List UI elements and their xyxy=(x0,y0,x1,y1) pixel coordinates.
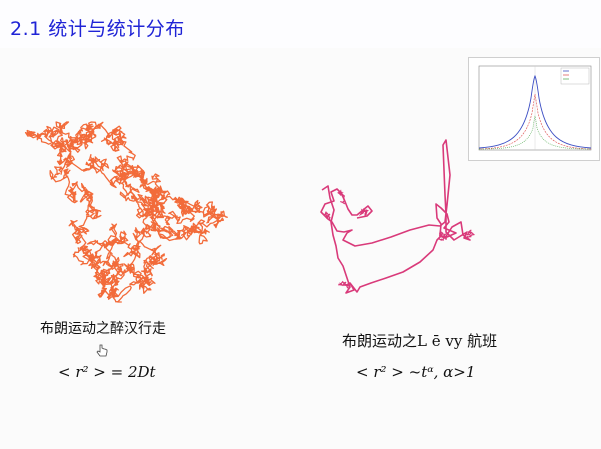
slide-title: 2.1 统计与统计分布 xyxy=(10,18,185,40)
left-caption: 布朗运动之醉汉行走 xyxy=(40,321,166,337)
right-caption: 布朗运动之L ē vy 航班 xyxy=(342,332,498,350)
brownian-walk-trace xyxy=(24,121,228,303)
inset-chart xyxy=(478,65,592,151)
levy-flight-path xyxy=(320,139,471,294)
levy-cluster xyxy=(337,189,346,205)
title-bar xyxy=(0,0,601,48)
levy-cluster xyxy=(338,280,351,289)
levy-cluster xyxy=(323,211,333,223)
right-formula: < r² > ~tᵅ, α>1 xyxy=(356,363,476,381)
hand-pointer-icon xyxy=(96,344,108,357)
levy-cluster xyxy=(358,208,369,218)
left-formula: < r² > = 2Dt xyxy=(58,363,156,381)
levy-cluster xyxy=(437,230,448,241)
levy-distribution-inset xyxy=(468,57,600,161)
levy-cluster xyxy=(465,229,476,239)
brownian-walk-path xyxy=(24,121,228,303)
